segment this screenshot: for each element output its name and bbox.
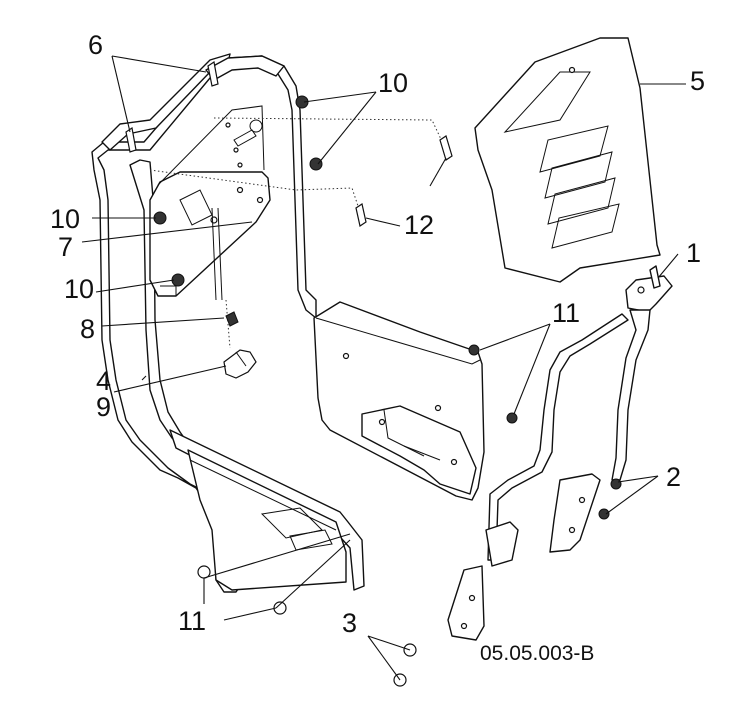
callout-9: 9 <box>96 392 111 422</box>
main-frame-part <box>91 53 365 593</box>
diagram-code: 05.05.003-B <box>480 642 594 665</box>
leader-lines <box>81 55 686 681</box>
center-panel-part <box>313 301 485 501</box>
assembly-line <box>225 299 231 349</box>
right-frame-part <box>447 265 673 641</box>
callout-11b: 11 <box>178 606 206 636</box>
callout-5: 5 <box>690 66 705 96</box>
callout-6: 6 <box>88 30 103 60</box>
callout-1: 1 <box>686 238 701 268</box>
callout-12: 12 <box>404 210 434 240</box>
inner-plate-part <box>149 105 271 301</box>
side-panel-part <box>474 37 661 283</box>
callout-2: 2 <box>666 462 681 492</box>
callout-8: 8 <box>80 314 95 344</box>
callout-7: 7 <box>58 232 73 262</box>
callout-4: 4 <box>96 366 111 396</box>
callout-10b: 10 <box>50 204 80 234</box>
callout-10c: 10 <box>64 274 94 304</box>
callout-10a: 10 <box>378 68 408 98</box>
hardware-parts <box>125 60 622 687</box>
callout-3: 3 <box>342 608 357 638</box>
callout-11a: 11 <box>552 298 580 328</box>
assembly-line <box>213 117 447 151</box>
